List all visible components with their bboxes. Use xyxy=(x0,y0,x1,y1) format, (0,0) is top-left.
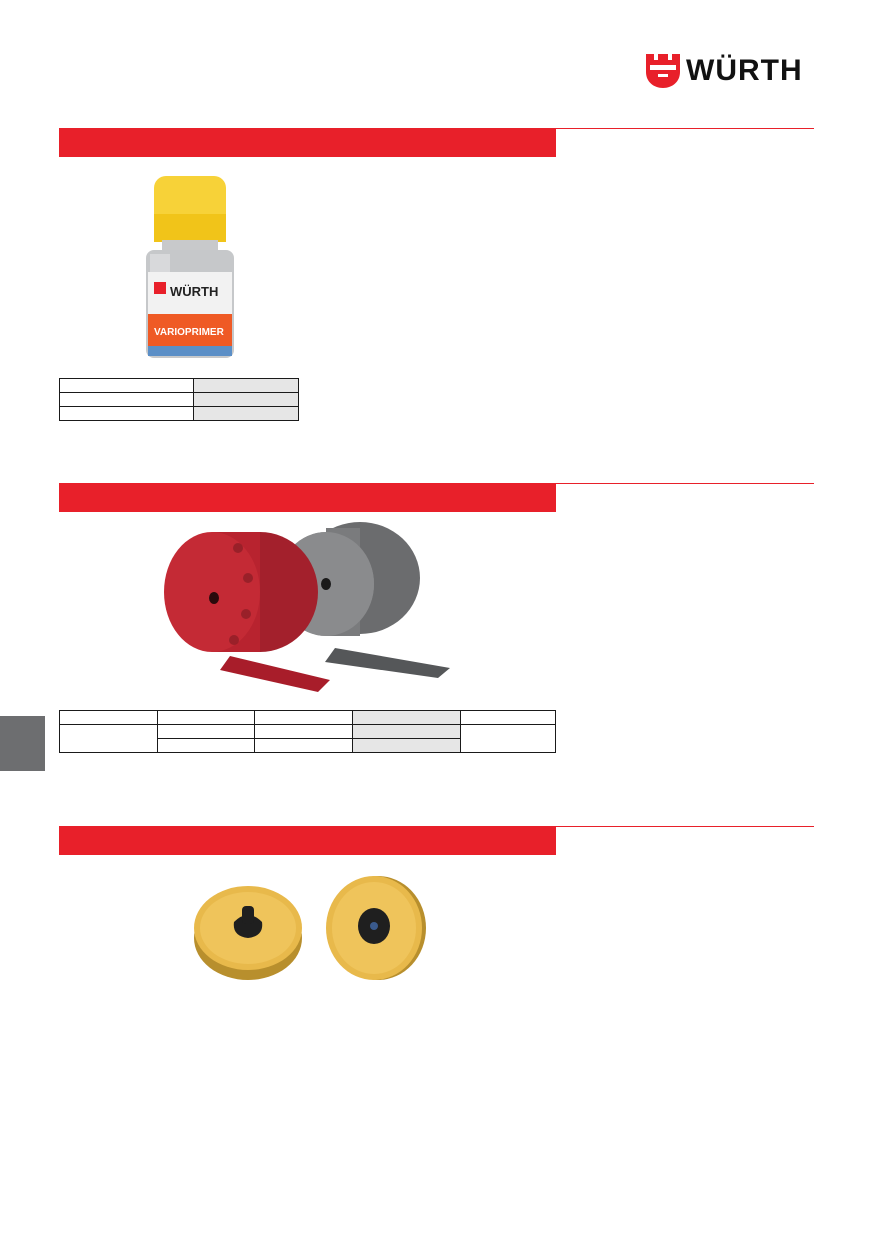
table-cell xyxy=(157,738,255,753)
table-row xyxy=(59,378,299,393)
logo-wordmark: WÜRTH xyxy=(686,54,803,87)
table-cell xyxy=(254,724,353,739)
table-cell xyxy=(193,392,299,407)
section-2-header-bar xyxy=(59,483,556,512)
bottle-brand-text: WÜRTH xyxy=(170,284,218,299)
table-row xyxy=(59,724,556,753)
table-cell xyxy=(59,392,194,407)
table-cell xyxy=(254,710,353,725)
table-cell xyxy=(352,724,461,739)
table-row xyxy=(59,406,299,421)
table-cell xyxy=(460,724,556,753)
table-cell xyxy=(59,710,158,725)
table-cell xyxy=(59,406,194,421)
section-3-rule xyxy=(556,826,814,827)
table-cell xyxy=(352,738,461,753)
section-2-table xyxy=(59,710,556,753)
bottle-product-text: VARIOPRIMER xyxy=(154,327,225,338)
eraser-wheels-image xyxy=(194,876,426,980)
table-cell xyxy=(157,724,255,739)
section-3-header-bar xyxy=(59,826,556,855)
table-cell xyxy=(59,724,158,753)
table-cell xyxy=(193,378,299,393)
table-cell xyxy=(59,378,194,393)
table-cell xyxy=(352,710,461,725)
wurth-logo-icon xyxy=(646,54,680,88)
table-cell xyxy=(460,710,556,725)
fleece-rolls-image xyxy=(164,522,450,692)
section-2-rule xyxy=(556,483,814,484)
table-cell xyxy=(254,738,353,753)
wurth-logo: WÜRTH xyxy=(644,52,816,90)
side-tab-marker xyxy=(0,716,45,771)
table-row xyxy=(59,710,556,725)
table-row xyxy=(59,392,299,407)
table-cell xyxy=(193,406,299,421)
section-1-header-bar xyxy=(59,128,556,157)
section-1-rule xyxy=(556,128,814,129)
section-1-table xyxy=(59,378,299,421)
primer-bottle-image: WÜRTH VARIOPRIMER xyxy=(146,176,234,358)
table-row xyxy=(60,738,556,753)
table-cell xyxy=(157,710,255,725)
